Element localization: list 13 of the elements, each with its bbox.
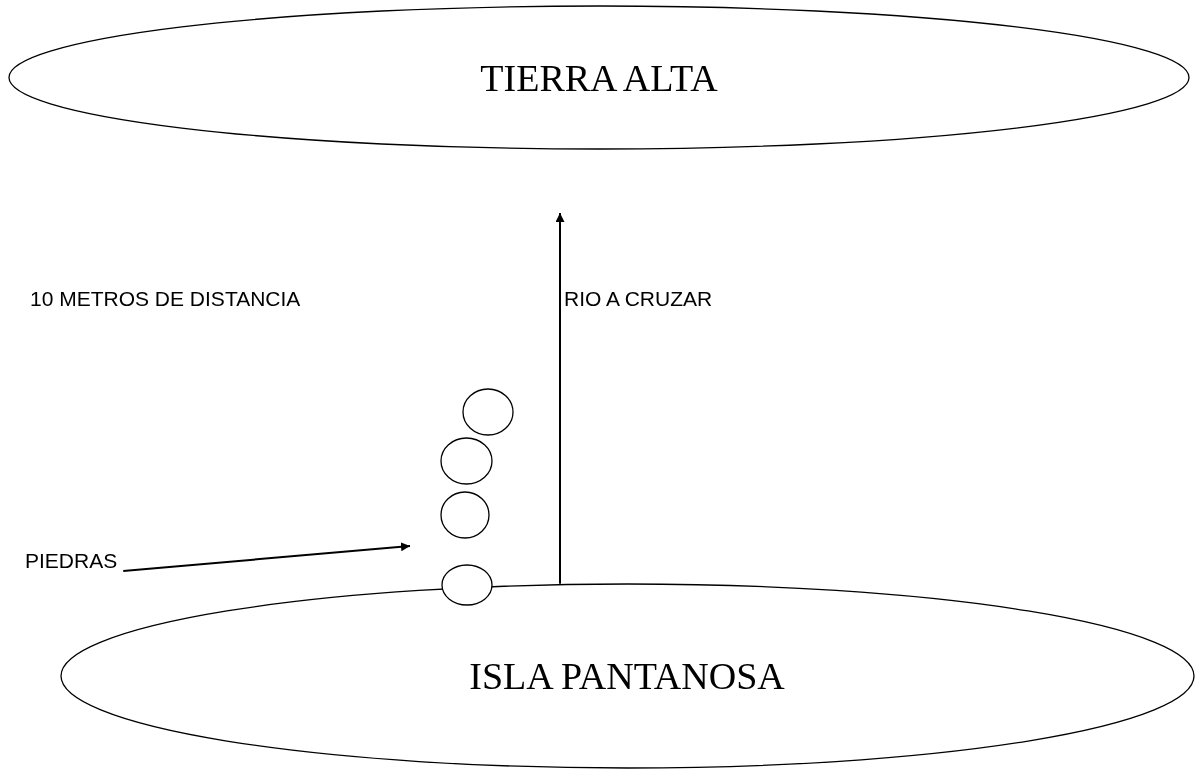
land-ellipse	[60, 583, 1195, 769]
land-ellipse	[8, 5, 1190, 150]
arrow	[122, 542, 411, 572]
arrow	[555, 212, 565, 585]
stone-circle	[440, 437, 493, 485]
stone-circle	[462, 388, 514, 436]
region-name: TIERRA ALTA	[480, 56, 718, 100]
text-label: PIEDRAS	[25, 549, 118, 573]
stone-circle	[441, 564, 493, 606]
stone-circle	[440, 491, 490, 539]
region-name: ISLA PANTANOSA	[469, 654, 785, 698]
distance-note: 10 METROS DE DISTANCIA	[30, 287, 301, 311]
edge-label: RIO A CRUZAR	[564, 287, 713, 311]
